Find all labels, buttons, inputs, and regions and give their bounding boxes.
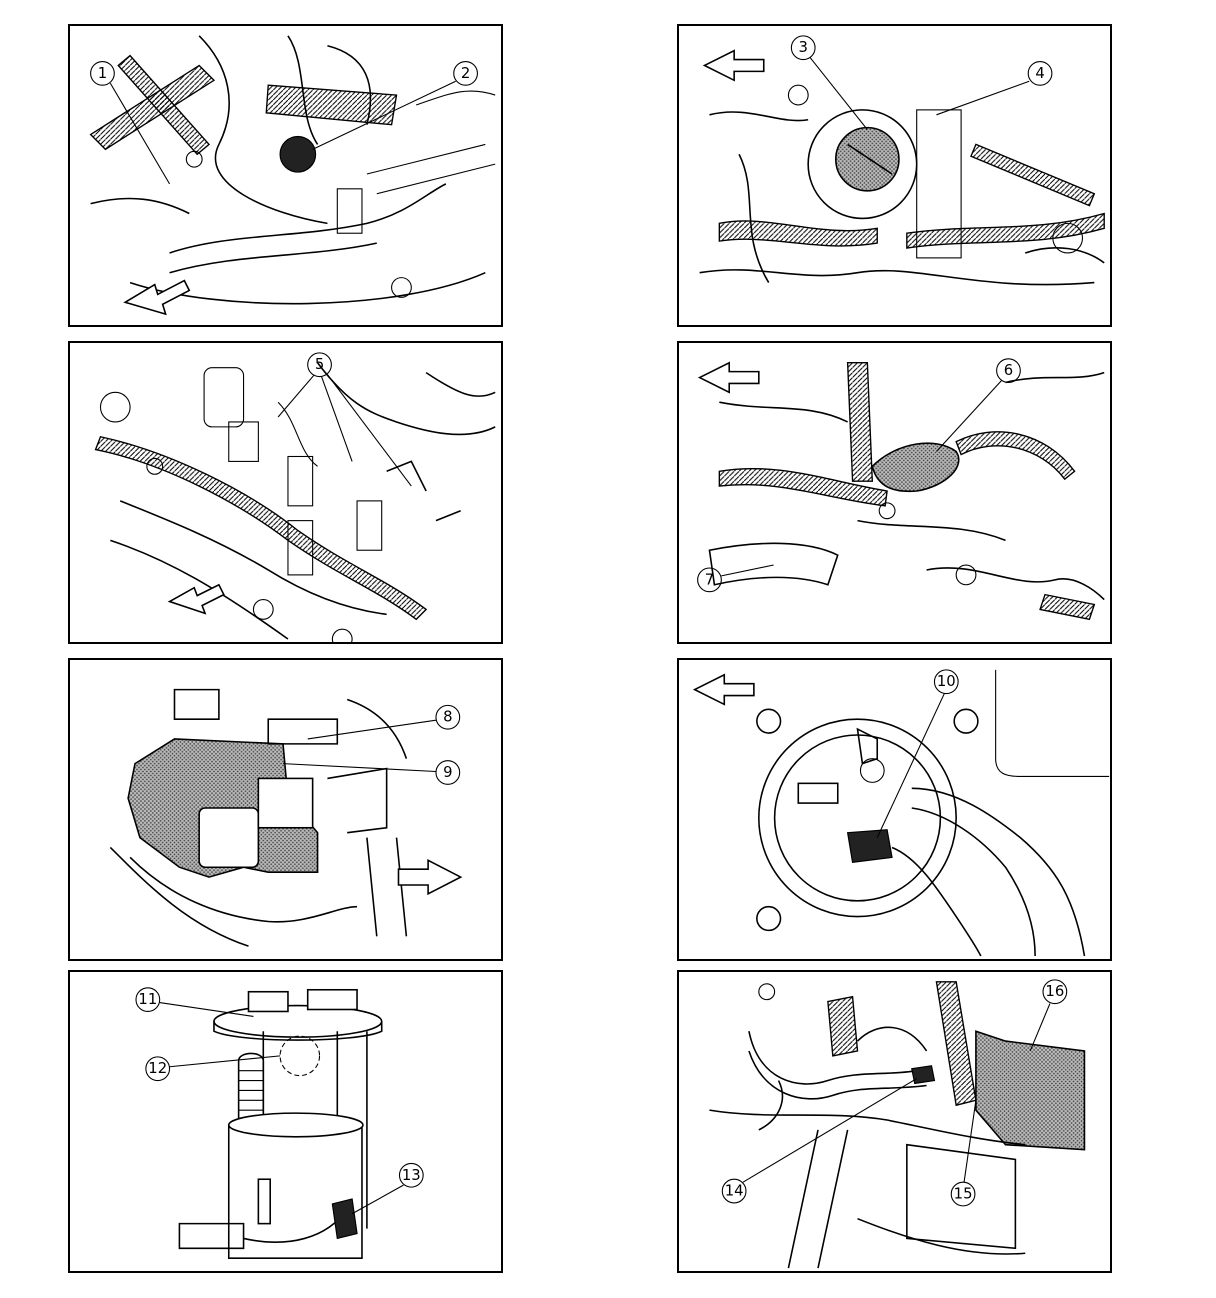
callout-number: 2 <box>461 65 470 82</box>
callout-number: 3 <box>799 39 808 56</box>
engine-bay-drawing-5: 8 9 <box>109 688 463 947</box>
fuel-pump-assembly-drawing: 11 12 13 <box>135 987 424 1259</box>
illustration-panel-7: 11 12 13 <box>68 970 503 1273</box>
callout-number: 1 <box>98 65 107 82</box>
callout-number: 4 <box>1035 65 1044 82</box>
illustration-panel-1: 1 2 <box>68 24 503 327</box>
illustration-panel-8: 16 14 15 <box>677 970 1112 1273</box>
callout-circle <box>90 60 115 86</box>
front-direction-arrow-icon <box>702 49 765 82</box>
engine-bay-drawing-1: 1 2 <box>89 35 496 316</box>
illustration-panel-2: 3 4 <box>677 24 1112 327</box>
illustration-panel-5: 8 9 <box>68 658 503 961</box>
callout-number: 6 <box>1004 362 1013 379</box>
fuel-tank-drawing: 10 <box>692 669 1110 957</box>
callout-circle <box>697 567 722 593</box>
callout-number: 7 <box>705 571 714 588</box>
callout-circle <box>1042 979 1068 1005</box>
illustration-panel-4: 6 7 <box>677 341 1112 644</box>
callout-circle <box>135 987 161 1013</box>
callout-number: 9 <box>443 764 452 781</box>
front-direction-arrow-icon <box>692 673 755 706</box>
illustration-panel-6: 10 <box>677 658 1112 961</box>
callout-number: 12 <box>148 1060 167 1077</box>
callout-number: 10 <box>937 673 956 690</box>
engine-bay-drawing-4: 6 7 <box>697 358 1105 621</box>
callout-circle <box>950 1181 976 1207</box>
callout-circle <box>933 669 959 695</box>
callout-circle <box>435 760 461 785</box>
underbody-drawing: 16 14 15 <box>709 979 1086 1269</box>
callout-circle <box>790 35 816 61</box>
illustration-panel-3: 5 <box>68 341 503 644</box>
front-direction-arrow-icon <box>397 859 463 896</box>
engine-bay-drawing-2: 3 4 <box>699 35 1105 286</box>
callout-circle <box>996 358 1021 384</box>
front-direction-arrow-icon <box>167 583 225 615</box>
callout-number: 15 <box>954 1186 973 1203</box>
callout-circle <box>145 1056 171 1082</box>
callout-circle <box>307 352 332 378</box>
callout-number: 5 <box>315 356 324 373</box>
callout-number: 13 <box>402 1167 421 1184</box>
engine-bay-drawing-3: 5 <box>94 352 496 642</box>
callout-circle <box>398 1162 424 1188</box>
callout-circle <box>435 704 461 730</box>
callout-number: 16 <box>1045 983 1064 1000</box>
callout-number: 8 <box>443 709 452 726</box>
callout-circle <box>721 1178 747 1204</box>
front-direction-arrow-icon <box>697 361 760 394</box>
callout-circle <box>1027 60 1053 86</box>
callout-circle <box>453 60 478 86</box>
front-direction-arrow-icon <box>123 279 191 316</box>
callout-number: 11 <box>138 991 157 1008</box>
callout-number: 14 <box>725 1183 744 1200</box>
